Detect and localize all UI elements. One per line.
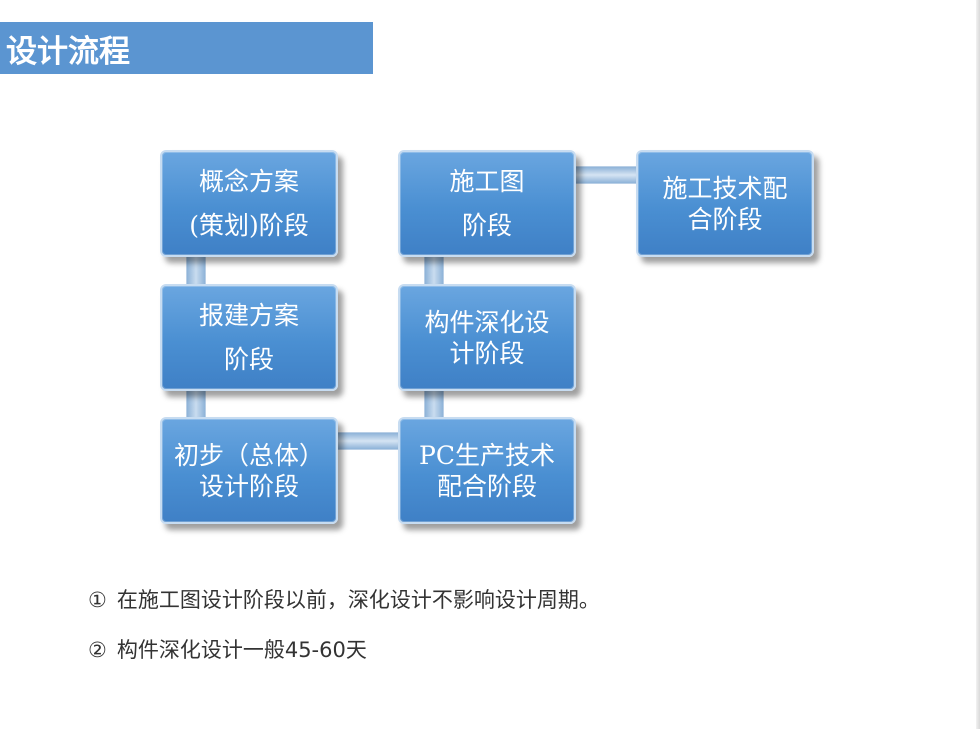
node-preliminary-line1: 初步（总体） (173, 440, 324, 470)
node-pc-production-stage: PC生产技术 配合阶段 (398, 417, 576, 524)
node-construction-drawing-line2: 阶段 (461, 210, 512, 240)
node-component-deepening-stage: 构件深化设 计阶段 (398, 284, 576, 391)
node-construction-tech-line1: 施工技术配 (662, 173, 788, 203)
note-2-text: 构件深化设计一般45-60天 (116, 638, 367, 662)
node-preliminary-line2: 设计阶段 (198, 471, 299, 501)
node-pc-production-line2: 配合阶段 (436, 471, 537, 501)
node-component-deepening-line2: 计阶段 (449, 338, 525, 368)
node-construction-drawing-line1: 施工图 (449, 166, 525, 196)
note-2-number: ② (88, 638, 107, 662)
note-1-number: ① (88, 588, 107, 612)
node-construction-drawing-stage: 施工图 阶段 (398, 150, 576, 257)
node-preliminary-stage: 初步（总体） 设计阶段 (160, 417, 338, 524)
title-bar: 设计流程 (0, 22, 373, 74)
connector-preliminary-pc (336, 432, 404, 450)
node-concept-line2: (策划)阶段 (189, 210, 309, 240)
note-1: ① 在施工图设计阶段以前，深化设计不影响设计周期。 (88, 584, 600, 614)
node-permit-line1: 报建方案 (198, 300, 299, 330)
node-concept-stage: 概念方案 (策划)阶段 (160, 150, 338, 257)
slide-edge (976, 0, 980, 729)
page-title: 设计流程 (6, 33, 130, 70)
connector-drawing-tech (574, 166, 642, 184)
node-permit-stage: 报建方案 阶段 (160, 284, 338, 391)
node-construction-tech-stage: 施工技术配 合阶段 (636, 150, 814, 257)
node-pc-production-line1: PC生产技术 (419, 440, 555, 470)
node-concept-line1: 概念方案 (198, 166, 299, 196)
node-component-deepening-line1: 构件深化设 (424, 307, 550, 337)
node-construction-tech-line2: 合阶段 (687, 204, 763, 234)
note-1-text: 在施工图设计阶段以前，深化设计不影响设计周期。 (116, 588, 600, 612)
node-permit-line2: 阶段 (223, 344, 274, 374)
note-2: ② 构件深化设计一般45-60天 (88, 634, 367, 664)
